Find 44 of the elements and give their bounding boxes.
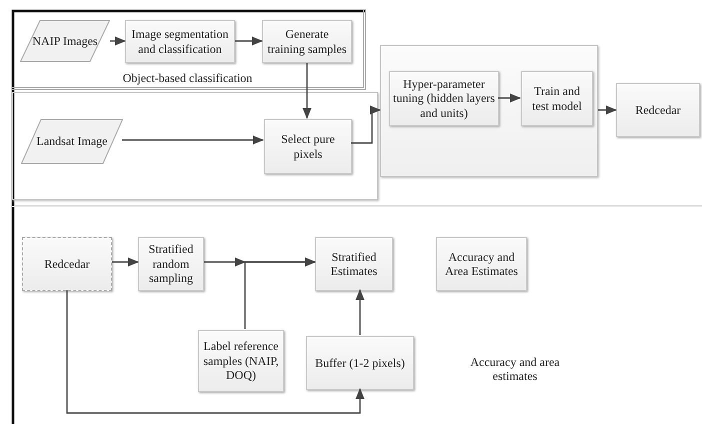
process-box <box>436 237 527 291</box>
group-panel <box>12 92 378 200</box>
box-label: Train and test model <box>531 84 583 113</box>
process-box <box>125 20 235 63</box>
arrow <box>244 258 316 329</box>
box-label: Select pure pixels <box>280 132 336 161</box>
box-label: Label reference samples (NAIP, DOQ) <box>202 339 280 383</box>
arrow <box>598 106 618 114</box>
group-panel <box>380 45 598 177</box>
group-label: Object-based classification <box>122 70 254 85</box>
box-label: Stratified Estimates <box>330 250 378 278</box>
process-box <box>389 71 499 126</box>
group-panel <box>12 10 366 90</box>
process-box <box>198 330 284 392</box>
process-box <box>306 336 414 390</box>
arrow <box>351 106 382 144</box>
process-box <box>521 71 593 126</box>
arrow <box>235 36 264 46</box>
arrow <box>112 258 140 266</box>
arrow <box>110 36 126 46</box>
group-label: Accuracy and area estimates <box>469 355 561 384</box>
box-label: NAIP Images <box>31 34 99 48</box>
arrow <box>122 136 264 144</box>
box-label: Landsat Image <box>36 134 108 149</box>
process-box <box>264 119 352 174</box>
arrow <box>498 94 522 102</box>
data-parallelogram <box>20 20 110 62</box>
box-label: Stratified random sampling <box>148 242 194 286</box>
process-box <box>262 20 352 63</box>
process-box <box>138 237 204 291</box>
data-parallelogram <box>21 119 123 164</box>
process-box <box>616 83 700 137</box>
box-label: Redcedar <box>634 102 682 118</box>
process-box <box>22 237 112 291</box>
box-label: Hyper-parameter tuning (hidden layers and units) <box>392 76 496 120</box>
arrow <box>302 63 312 120</box>
process-box <box>315 237 393 291</box>
box-label: Accuracy and Area Estimates <box>444 250 519 278</box>
box-label: Generate training samples <box>266 27 348 56</box>
arrow <box>356 288 364 335</box>
box-label: Redcedar <box>43 256 91 272</box>
box-label: Image segmentation and classification <box>130 27 230 56</box>
arrow <box>66 290 364 414</box>
box-label: Buffer (1-2 pixels) <box>314 356 406 370</box>
